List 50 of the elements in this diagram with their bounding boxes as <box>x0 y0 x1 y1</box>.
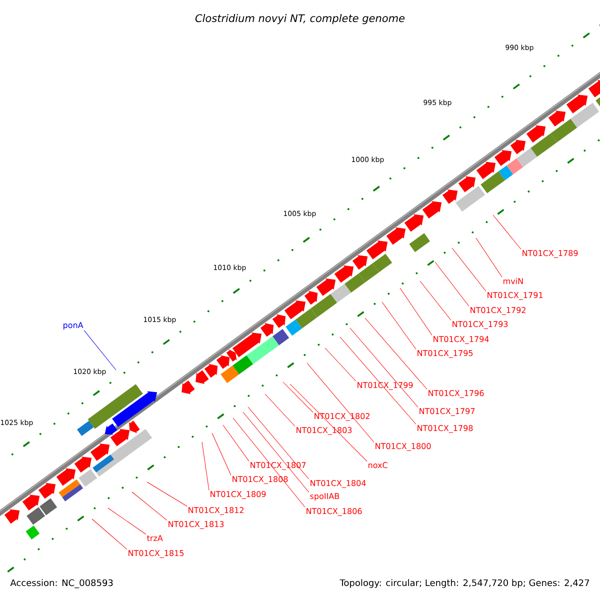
leader-line <box>400 288 432 336</box>
leader-line <box>492 214 522 250</box>
leader-line <box>264 394 296 426</box>
leader-line <box>202 442 210 490</box>
gene-label: NT01CX_1809 <box>210 491 266 499</box>
leader-line <box>92 518 128 550</box>
gene-label: NT01CX_1796 <box>428 390 484 398</box>
footer-text: Accession: NC_008593 <box>10 579 113 588</box>
leader-line <box>242 412 310 493</box>
leader-line <box>382 302 416 350</box>
leader-line <box>282 382 314 412</box>
gene-label: spoIIAB <box>310 493 340 501</box>
leader-line <box>248 406 310 480</box>
gene-label: NT01CX_1793 <box>452 321 508 329</box>
leader-line <box>306 362 374 442</box>
gene-label: ponA <box>64 322 84 330</box>
title: Clostridium novyi NT, complete genome <box>195 14 405 24</box>
gene-label: mviN <box>504 278 523 284</box>
gene-label: NT01CX_1791 <box>488 292 543 300</box>
gene-label: NT01CX_1804 <box>310 480 366 488</box>
leader-line <box>420 280 452 320</box>
gene-label: NT01CX_1792 <box>470 307 526 315</box>
gene-label: NT01CX_1797 <box>420 408 475 416</box>
leader-line <box>350 328 418 408</box>
leader-line <box>232 418 306 508</box>
leader-line <box>340 336 416 424</box>
gene-label: trzA <box>147 535 163 541</box>
leader-line <box>290 384 368 462</box>
gene-label: NT01CX_1794 <box>434 336 489 344</box>
leader-line <box>324 348 356 382</box>
leader-line <box>434 262 470 306</box>
gene-label: NT01CX_1812 <box>188 507 244 515</box>
leader-line <box>84 330 116 370</box>
gene-label: NT01CX_1815 <box>128 550 184 558</box>
gene-label: NT01CX_1789 <box>522 250 578 258</box>
gene-label: noxC <box>368 462 388 468</box>
leader-line <box>222 424 250 462</box>
leader-line <box>108 508 146 535</box>
leader-line <box>452 248 486 292</box>
gene-label: NT01CX_1795 <box>418 350 473 358</box>
leader-line <box>146 482 188 506</box>
leader-line <box>212 432 232 476</box>
footer-text: Topology: circular; Length: 2,547,720 bp; Genes: 2,427 <box>340 579 590 588</box>
gene-label: NT01CX_1813 <box>168 521 224 529</box>
gene-label: NT01CX_1798 <box>418 425 473 433</box>
leader-line <box>132 492 168 521</box>
gene-label: NT01CX_1806 <box>306 508 362 516</box>
leader-line <box>476 238 502 278</box>
gene-label: NT01CX_1800 <box>376 443 431 451</box>
leader-line <box>364 318 428 390</box>
